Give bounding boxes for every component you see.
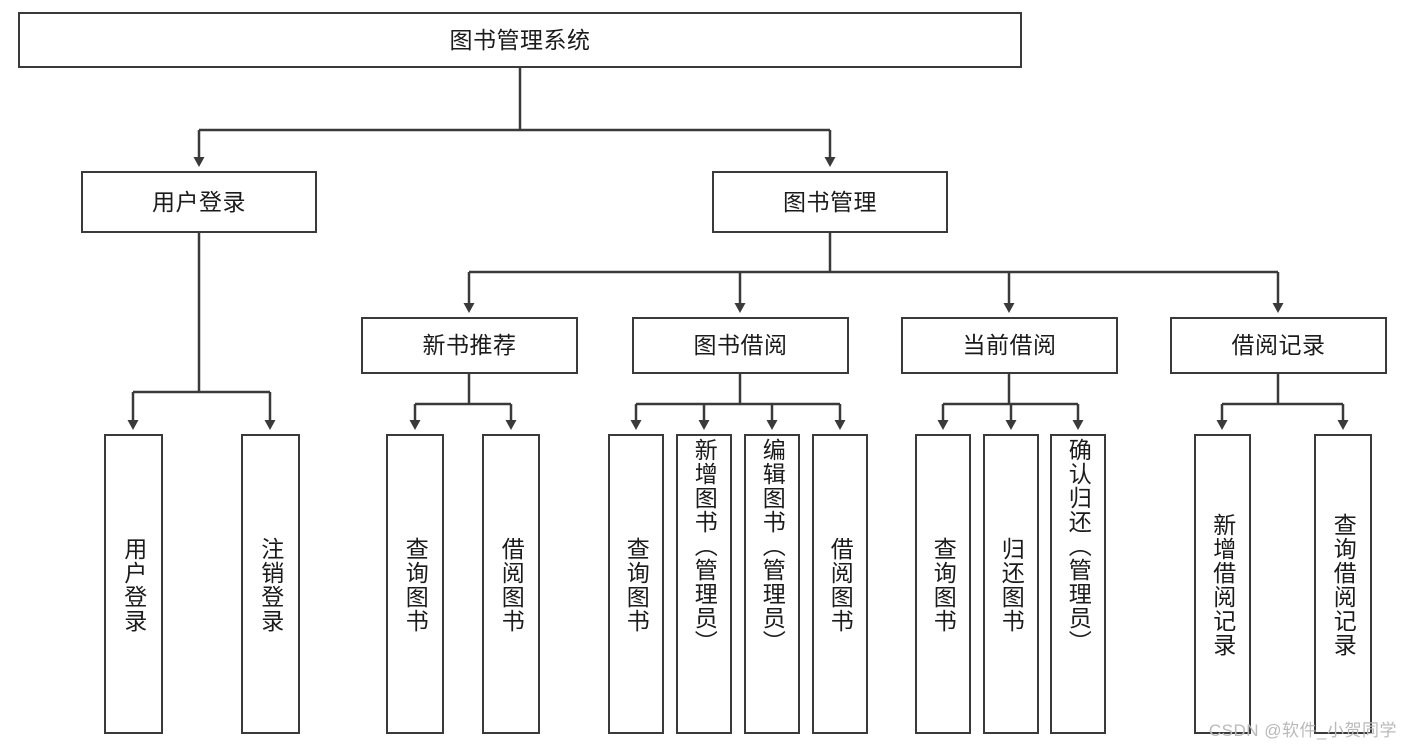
node-label: 归还图书 [998,537,1025,633]
node-leaf-edit-book[interactable]: 编辑图书（管理员） [744,434,800,734]
node-new-book-recommend[interactable]: 新书推荐 [361,317,578,374]
node-label: 确认归还（管理员） [1065,438,1092,654]
node-label: 用户登录 [152,188,246,215]
node-label: 查询借阅记录 [1330,513,1357,657]
node-book-borrow[interactable]: 图书借阅 [632,317,849,374]
node-label: 借阅图书 [498,537,525,633]
node-label: 注销登录 [257,537,284,633]
node-leaf-query-book-1[interactable]: 查询图书 [386,434,444,734]
node-leaf-confirm-return[interactable]: 确认归还（管理员） [1050,434,1106,734]
node-leaf-user-login[interactable]: 用户登录 [104,434,163,734]
node-leaf-return-book[interactable]: 归还图书 [983,434,1039,734]
node-borrow-record[interactable]: 借阅记录 [1170,317,1387,374]
node-label: 图书管理 [783,188,877,215]
node-label: 新增图书（管理员） [691,438,718,654]
node-leaf-query-book-2[interactable]: 查询图书 [608,434,664,734]
node-label: 借阅记录 [1231,332,1326,359]
node-label: 查询图书 [402,537,429,633]
node-leaf-add-book[interactable]: 新增图书（管理员） [676,434,732,734]
node-leaf-logout[interactable]: 注销登录 [241,434,300,734]
node-leaf-query-record[interactable]: 查询借阅记录 [1314,434,1372,734]
node-label: 编辑图书（管理员） [759,438,786,654]
node-root-system[interactable]: 图书管理系统 [18,12,1022,68]
node-leaf-borrow-book-1[interactable]: 借阅图书 [482,434,540,734]
node-leaf-borrow-book-2[interactable]: 借阅图书 [812,434,868,734]
node-label: 新书推荐 [422,332,517,359]
node-label: 用户登录 [120,537,147,633]
node-user-login[interactable]: 用户登录 [81,171,317,233]
node-label: 查询图书 [930,537,957,633]
node-label: 图书管理系统 [449,26,591,53]
node-current-borrow[interactable]: 当前借阅 [901,317,1118,374]
node-leaf-query-book-3[interactable]: 查询图书 [915,434,971,734]
node-label: 借阅图书 [827,537,854,633]
node-label: 新增借阅记录 [1209,513,1236,657]
node-label: 图书借阅 [693,332,788,359]
node-book-manage[interactable]: 图书管理 [712,171,948,233]
node-leaf-add-record[interactable]: 新增借阅记录 [1194,434,1251,734]
node-label: 当前借阅 [962,332,1057,359]
node-label: 查询图书 [623,537,650,633]
watermark-text: CSDN @软件_小贺同学 [1208,721,1397,740]
